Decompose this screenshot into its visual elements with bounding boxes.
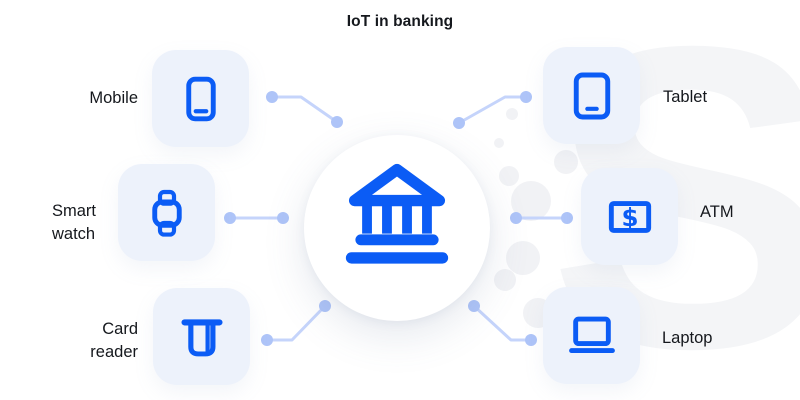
device-label-atm: ATM (700, 203, 734, 221)
diagram-title: IoT in banking (346, 13, 454, 30)
bank-icon (345, 163, 449, 264)
central-bank-hub (304, 135, 490, 321)
device-label-mobile: Mobile (89, 89, 138, 107)
smartphone-icon (185, 76, 216, 121)
card-reader-icon (180, 318, 223, 356)
device-label-laptop: Laptop (662, 329, 713, 347)
laptop-icon (568, 316, 615, 353)
device-label-tablet: Tablet (663, 88, 708, 106)
connector-mobile (272, 95, 338, 124)
device-label-smart-watch: Smart watch (52, 202, 97, 243)
device-card-tablet (543, 47, 640, 144)
device-label-card-reader: Card reader (90, 320, 138, 361)
connector-laptop (472, 304, 531, 342)
device-card-card-reader (153, 288, 250, 385)
dollar-sign-glyph: $ (621, 202, 638, 231)
connector-card-reader (267, 304, 327, 342)
connector-tablet (458, 95, 526, 125)
device-card-laptop (543, 287, 640, 384)
smartwatch-icon (151, 189, 182, 237)
atm-icon: $ (608, 200, 651, 233)
device-card-atm: $ (581, 168, 678, 265)
device-card-smart-watch (118, 164, 215, 261)
device-card-mobile (152, 50, 249, 147)
tablet-icon (573, 72, 610, 119)
